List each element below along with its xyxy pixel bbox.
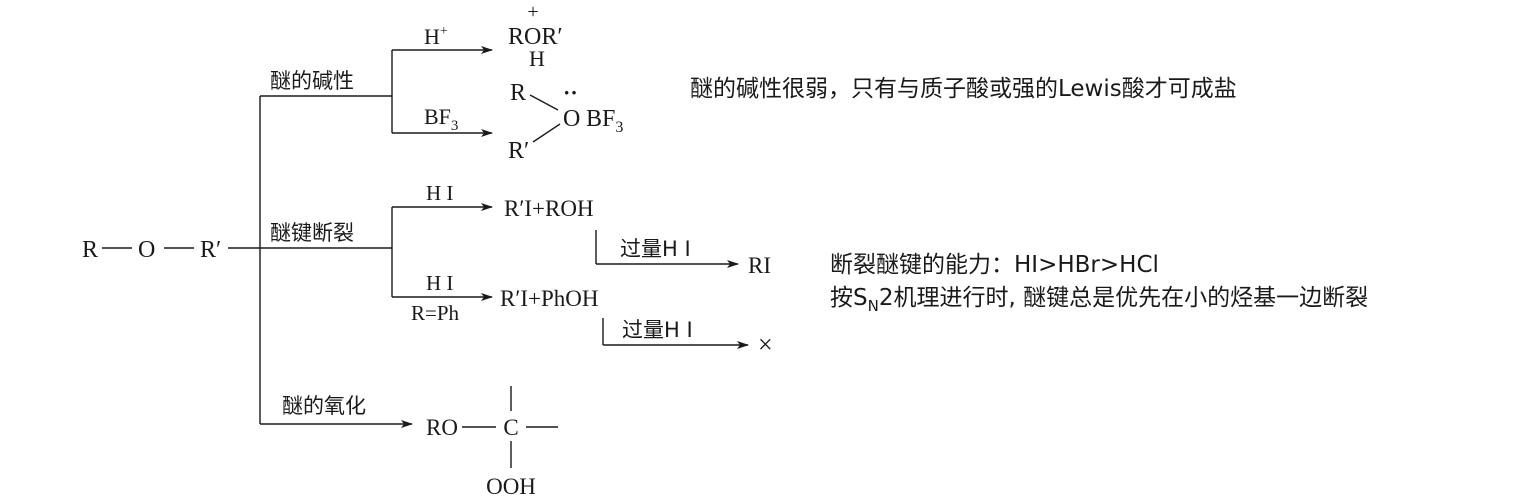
hydroperoxide-product: RO C OOH bbox=[426, 386, 558, 497]
h-plus-reagent: H+ bbox=[424, 24, 448, 49]
condition-r-ph: R=Ph bbox=[411, 301, 460, 325]
hi-reagent-bottom: H I bbox=[426, 271, 453, 295]
basicity-label: 醚的碱性 bbox=[270, 69, 354, 93]
basicity-note: 醚的碱性很弱，只有与质子酸或强的Lewis酸才可成盐 bbox=[690, 76, 1237, 102]
hi-reagent-top: H I bbox=[426, 181, 453, 205]
complex-rprime: R′ bbox=[508, 138, 529, 164]
excess-hi-2: 过量H I bbox=[622, 318, 693, 342]
product-ro: RO bbox=[426, 415, 458, 440]
oxonium-ror: ROR′ bbox=[508, 24, 563, 50]
ether-r: R bbox=[82, 237, 98, 263]
complex-bf3: BF3 bbox=[586, 106, 623, 136]
product-rprime-i-roh: R′I+ROH bbox=[504, 196, 594, 221]
product-c: C bbox=[503, 415, 518, 440]
product-ooh: OOH bbox=[486, 474, 536, 497]
cleavage-label: 醚键断裂 bbox=[270, 221, 354, 245]
bf3-complex: R ·· O BF3 R′ bbox=[508, 80, 623, 164]
complex-bond-upper bbox=[529, 94, 559, 111]
no-reaction-mark: × bbox=[758, 330, 773, 359]
branch-cleavage: 醚键断裂 H I R′I+ROH 过量H I RI H I R=Ph R′I+P… bbox=[260, 181, 1368, 359]
branch-basicity: 醚的碱性 H+ + ROR′ H BF3 R ·· O BF3 R′ 醚的碱性很… bbox=[260, 1, 1237, 164]
oxonium-plus: + bbox=[527, 1, 538, 23]
oxonium-h: H bbox=[529, 46, 545, 71]
ether-rprime: R′ bbox=[200, 237, 221, 263]
product-ri: RI bbox=[748, 253, 771, 278]
ether-formula: R O R′ bbox=[82, 237, 260, 263]
complex-bond-lower bbox=[532, 123, 561, 143]
cleavage-note-1: 断裂醚键的能力：HI>HBr>HCl bbox=[830, 252, 1159, 278]
bf3-reagent: BF3 bbox=[424, 104, 458, 134]
branch-oxidation: 醚的氧化 RO C OOH bbox=[260, 386, 558, 497]
lone-pair-dots: ·· bbox=[563, 80, 578, 105]
product-rprime-i-phoh: R′I+PhOH bbox=[500, 286, 599, 311]
complex-o: O bbox=[563, 106, 580, 132]
complex-r: R bbox=[510, 80, 526, 106]
ether-o: O bbox=[138, 237, 155, 263]
excess-hi-1: 过量H I bbox=[620, 237, 691, 261]
cleavage-note-2: 按SN2机理进行时, 醚键总是优先在小的烃基一边断裂 bbox=[830, 285, 1368, 315]
oxidation-label: 醚的氧化 bbox=[282, 394, 366, 418]
